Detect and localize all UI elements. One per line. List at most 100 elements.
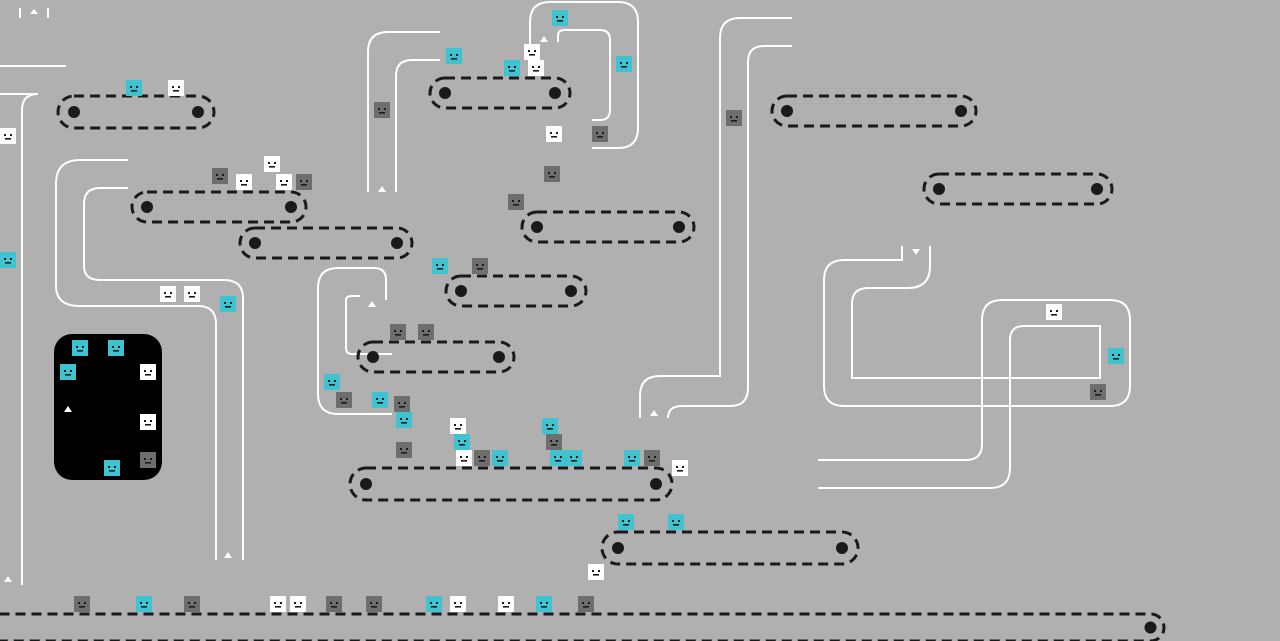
white-block[interactable] — [450, 418, 466, 434]
gray-block[interactable] — [474, 450, 490, 466]
gray-block[interactable] — [508, 194, 524, 210]
cyan-block[interactable] — [504, 60, 520, 76]
gray-block[interactable] — [326, 596, 342, 612]
cyan-block[interactable] — [60, 364, 76, 380]
white-block[interactable] — [498, 596, 514, 612]
cyan-block[interactable] — [126, 80, 142, 96]
gray-block[interactable] — [592, 126, 608, 142]
gray-block[interactable] — [578, 596, 594, 612]
cyan-block[interactable] — [536, 596, 552, 612]
gray-block[interactable] — [644, 450, 660, 466]
cyan-block[interactable] — [668, 514, 684, 530]
conveyor-belts — [0, 76, 1166, 641]
gray-block[interactable] — [366, 596, 382, 612]
cyan-block[interactable] — [542, 418, 558, 434]
gray-block[interactable] — [296, 174, 312, 190]
belt-wheel — [455, 285, 467, 297]
white-block[interactable] — [140, 414, 156, 430]
conveyor-belt — [56, 94, 216, 130]
gray-block[interactable] — [396, 442, 412, 458]
belt-wheel — [192, 106, 204, 118]
arrow-up-icon — [64, 406, 72, 412]
cyan-block[interactable] — [550, 450, 566, 466]
white-block[interactable] — [528, 60, 544, 76]
gray-block[interactable] — [394, 396, 410, 412]
belt-wheel — [141, 201, 153, 213]
white-block[interactable] — [456, 450, 472, 466]
gray-block[interactable] — [212, 168, 228, 184]
conveyor-belt — [922, 172, 1114, 206]
cyan-block[interactable] — [624, 450, 640, 466]
belt-wheel — [1144, 621, 1157, 634]
cyan-block[interactable] — [324, 374, 340, 390]
white-block[interactable] — [546, 126, 562, 142]
gray-block[interactable] — [1090, 384, 1106, 400]
gray-block[interactable] — [544, 166, 560, 182]
belt-wheel — [367, 351, 379, 363]
gray-block[interactable] — [546, 434, 562, 450]
white-block[interactable] — [168, 80, 184, 96]
cyan-block[interactable] — [372, 392, 388, 408]
white-block[interactable] — [184, 286, 200, 302]
cyan-block[interactable] — [108, 340, 124, 356]
white-block[interactable] — [270, 596, 286, 612]
belt-wheel — [531, 221, 543, 233]
belt-wheel — [249, 237, 261, 249]
belt-wheel — [285, 201, 297, 213]
cyan-block[interactable] — [552, 10, 568, 26]
gray-block[interactable] — [726, 110, 742, 126]
gray-block[interactable] — [336, 392, 352, 408]
white-block[interactable] — [264, 156, 280, 172]
cyan-block[interactable] — [616, 56, 632, 72]
cyan-block[interactable] — [1108, 348, 1124, 364]
arrow-up-icon — [650, 410, 658, 416]
gray-block[interactable] — [184, 596, 200, 612]
gray-block[interactable] — [418, 324, 434, 340]
belt-wheel — [549, 87, 561, 99]
arrow-up-icon — [224, 552, 232, 558]
white-block[interactable] — [524, 44, 540, 60]
gray-block[interactable] — [390, 324, 406, 340]
white-block[interactable] — [276, 174, 292, 190]
belt-wheel — [650, 478, 662, 490]
white-block[interactable] — [588, 564, 604, 580]
arrow-up-icon — [368, 301, 376, 307]
belt-wheel — [391, 237, 403, 249]
belt-wheel — [673, 221, 685, 233]
white-block[interactable] — [1046, 304, 1062, 320]
cyan-block[interactable] — [446, 48, 462, 64]
gray-block[interactable] — [374, 102, 390, 118]
cyan-block[interactable] — [396, 412, 412, 428]
arrow-up-icon — [30, 9, 38, 14]
cyan-block[interactable] — [426, 596, 442, 612]
belt-wheel — [836, 542, 848, 554]
gray-block[interactable] — [140, 452, 156, 468]
conveyor-belt — [444, 274, 588, 308]
cyan-block[interactable] — [618, 514, 634, 530]
belt-wheel — [955, 105, 967, 117]
cyan-block[interactable] — [454, 434, 470, 450]
conveyor-belt — [428, 76, 572, 110]
gray-block[interactable] — [74, 596, 90, 612]
white-block[interactable] — [672, 460, 688, 476]
cyan-block[interactable] — [566, 450, 582, 466]
cyan-block[interactable] — [432, 258, 448, 274]
white-block[interactable] — [236, 174, 252, 190]
white-block[interactable] — [450, 596, 466, 612]
gray-block[interactable] — [472, 258, 488, 274]
conveyor-belt — [600, 530, 860, 566]
belt-wheel — [360, 478, 372, 490]
cyan-block[interactable] — [0, 252, 16, 268]
cyan-block[interactable] — [492, 450, 508, 466]
cyan-block[interactable] — [72, 340, 88, 356]
white-block[interactable] — [0, 128, 16, 144]
cyan-block[interactable] — [104, 460, 120, 476]
white-block[interactable] — [290, 596, 306, 612]
cyan-block[interactable] — [220, 296, 236, 312]
cyan-block[interactable] — [136, 596, 152, 612]
white-block[interactable] — [140, 364, 156, 380]
white-block[interactable] — [160, 286, 176, 302]
conveyor-belt — [520, 210, 696, 244]
flow-arrows — [4, 9, 920, 582]
